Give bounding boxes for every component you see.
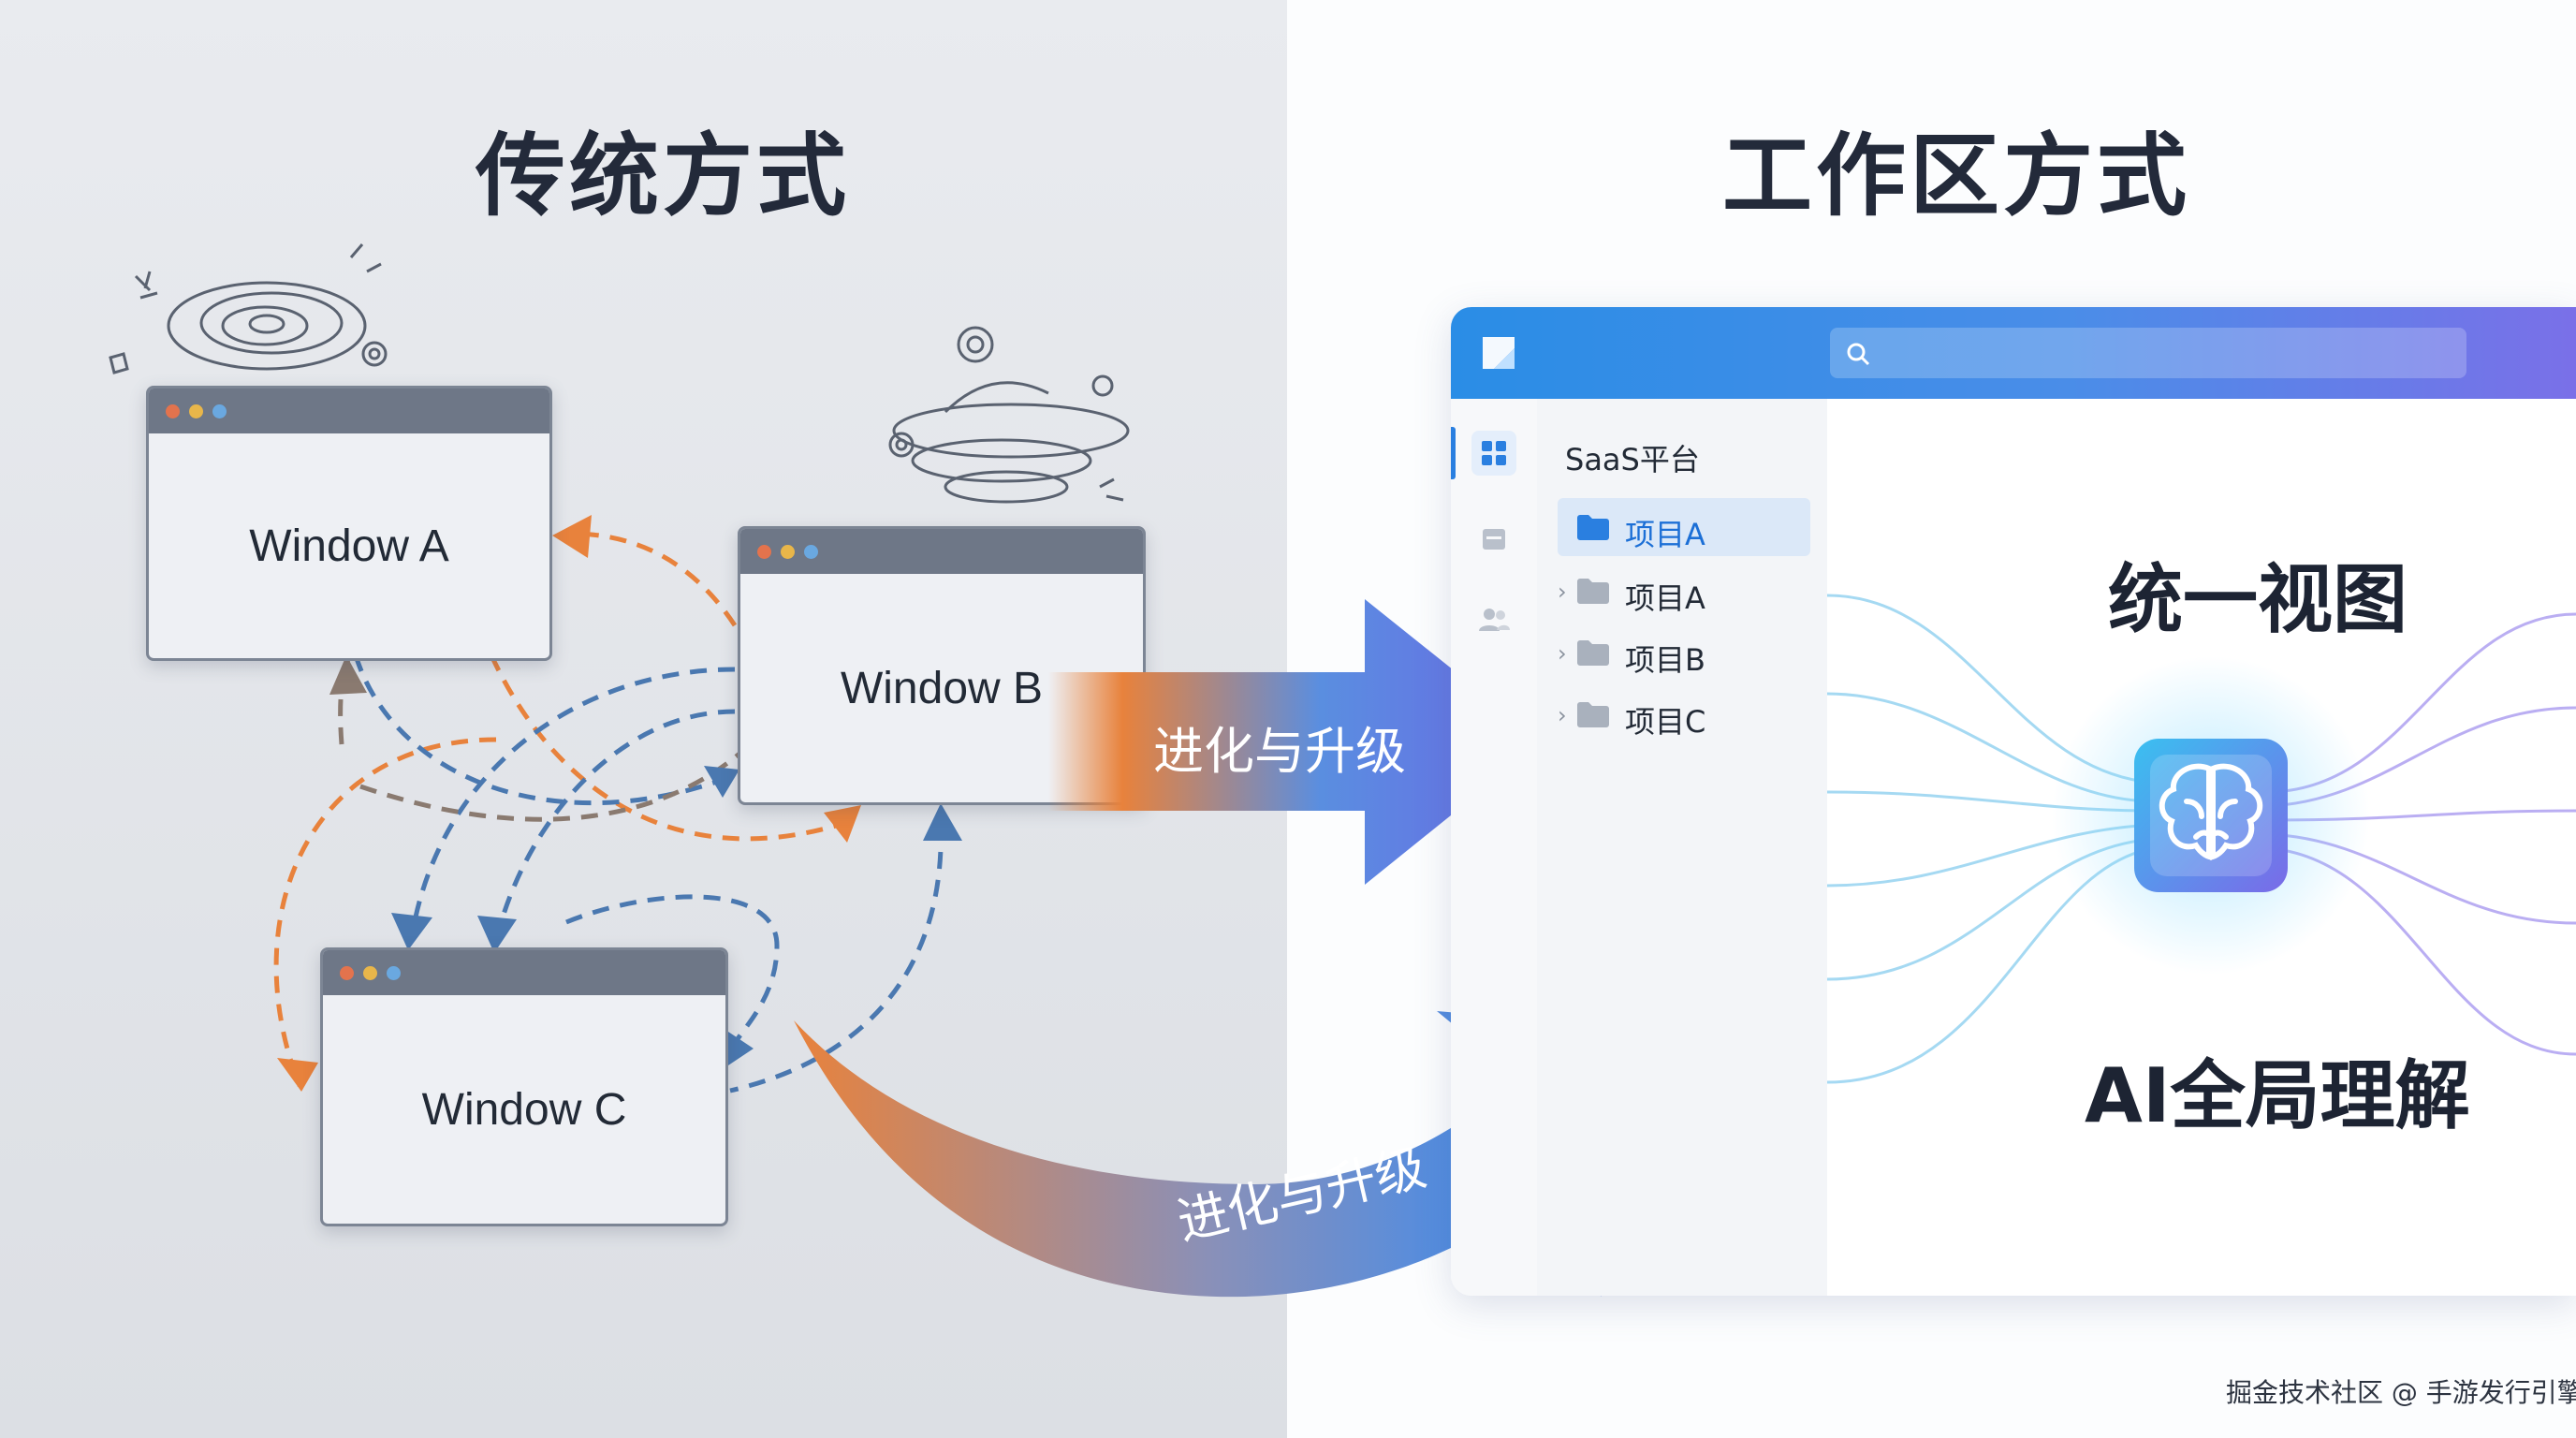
storage-rail-button[interactable] — [1471, 517, 1516, 562]
window-c-titlebar — [323, 950, 725, 995]
window-c-label: Window C — [421, 1084, 627, 1135]
users-icon — [1479, 609, 1510, 631]
app-logo-icon — [1483, 337, 1515, 369]
unified-view-canvas: 统一视图 AI全局理解 — [1827, 399, 2576, 1296]
watermark: 掘金技术社区 @ 手游发行引擎 — [2226, 1377, 2576, 1408]
maximize-dot-icon — [212, 404, 227, 418]
window-c: Window C — [320, 947, 728, 1226]
minimize-dot-icon — [189, 404, 203, 418]
folder-icon — [1577, 640, 1609, 666]
chaos-swirl-icon — [109, 243, 388, 374]
chevron-right-icon: › — [1558, 640, 1567, 667]
users-rail-button[interactable] — [1471, 597, 1516, 642]
window-b-titlebar — [740, 529, 1143, 574]
chaos-connections — [109, 243, 1130, 1093]
close-dot-icon — [340, 966, 354, 980]
ai-chip-icon — [2113, 717, 2309, 914]
window-a-label: Window A — [249, 521, 449, 571]
folder-icon — [1577, 702, 1609, 727]
sidebar-title: SaaS平台 — [1565, 442, 1700, 477]
maximize-dot-icon — [387, 966, 401, 980]
chevron-right-icon: › — [1558, 579, 1567, 605]
dashboard-icon — [1482, 441, 1506, 465]
minimize-dot-icon — [781, 545, 795, 559]
dashboard-rail-button[interactable] — [1471, 431, 1516, 476]
connection-lines — [1827, 594, 2576, 1084]
icon-rail — [1451, 399, 1538, 1296]
window-b-label: Window B — [840, 663, 1044, 713]
window-a: Window A — [146, 386, 552, 661]
app-header — [1451, 307, 2576, 399]
tree-item-label: 项目C — [1625, 704, 1706, 740]
window-a-titlebar — [149, 389, 549, 433]
tree-item-label: 项目A — [1625, 580, 1705, 616]
tree-item-project-b[interactable]: › 项目B — [1558, 624, 1810, 682]
tree-item-label: 项目B — [1625, 642, 1705, 678]
arrow-straight — [1048, 599, 1543, 885]
tree-item-label: 项目A — [1625, 517, 1705, 552]
tornado-icon — [888, 326, 1130, 504]
close-dot-icon — [166, 404, 180, 418]
tree-item-project-c[interactable]: › 项目C — [1558, 685, 1810, 743]
traditional-title: 传统方式 — [476, 124, 850, 228]
storage-icon — [1483, 529, 1505, 550]
minimize-dot-icon — [363, 966, 377, 980]
close-dot-icon — [757, 545, 771, 559]
workspace-app-window: SaaS平台 项目A › 项目A › 项目B › 项目 — [1451, 307, 2576, 1296]
chevron-right-icon: › — [1558, 702, 1567, 728]
search-bar[interactable] — [1830, 328, 2466, 378]
folder-icon — [1577, 579, 1609, 604]
rail-active-indicator — [1451, 427, 1456, 479]
tree-item-project-a[interactable]: › 项目A — [1558, 562, 1810, 620]
tree-item-project-a-selected[interactable]: 项目A — [1558, 498, 1810, 556]
workspace-title: 工作区方式 — [1722, 124, 2190, 228]
project-sidebar: SaaS平台 项目A › 项目A › 项目B › 项目 — [1537, 399, 1827, 1296]
ai-global-understanding: AI全局理解 — [2085, 1052, 2470, 1139]
folder-icon — [1577, 515, 1609, 540]
arrow-label-straight: 进化与升级 — [1153, 722, 1406, 781]
search-icon — [1847, 343, 1870, 366]
maximize-dot-icon — [804, 545, 818, 559]
unified-view-title: 统一视图 — [2108, 556, 2408, 643]
